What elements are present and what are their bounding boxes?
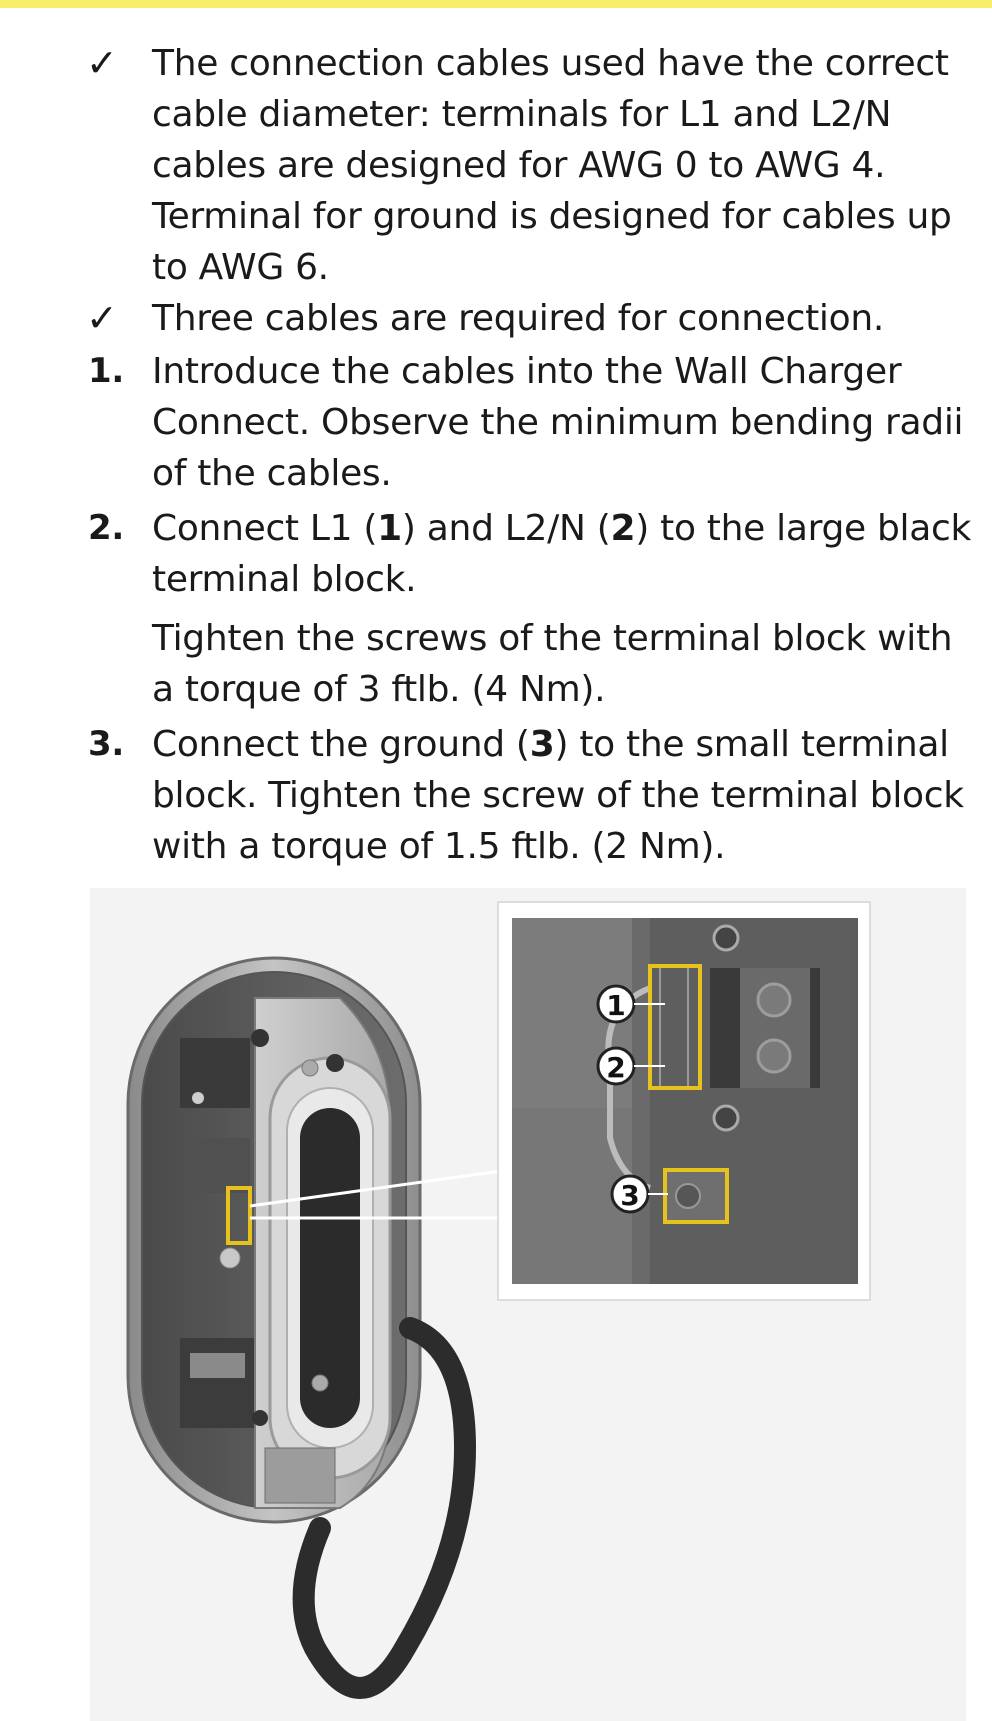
step-text-part: Connect L1 ( [152, 508, 378, 549]
step-number: 2. [88, 508, 124, 548]
screw [712, 1104, 740, 1132]
step-text-part: Connect the ground ( [152, 724, 530, 765]
terminal-screw [756, 1038, 792, 1074]
screw [252, 1410, 268, 1426]
charging-cable [292, 1317, 477, 1699]
instruction-list: ✓ The connection cables used have the co… [0, 38, 992, 872]
step-3: 3. Connect the ground (3) to the small t… [0, 719, 992, 872]
step-text-part: ) and L2/N ( [401, 508, 611, 549]
callout-ref: 1 [377, 508, 402, 549]
screw [251, 1029, 269, 1047]
screw [712, 924, 740, 952]
step-text-part: ) to the small terminal block. Tighten t… [152, 724, 964, 867]
callout-3-label: 3 [620, 1179, 639, 1212]
step-text: Introduce the cables into the Wall Charg… [152, 351, 964, 494]
screw [326, 1054, 344, 1072]
terminal-screw [756, 982, 792, 1018]
top-accent-bar [0, 0, 992, 8]
module-block [188, 1138, 250, 1193]
screw [301, 1059, 319, 1077]
module-label [190, 1353, 245, 1378]
screw [219, 1247, 241, 1269]
prerequisite-text: The connection cables used have the corr… [152, 43, 952, 288]
step-2-detail: Tighten the screws of the terminal block… [152, 618, 953, 710]
check-icon: ✓ [86, 296, 118, 340]
callout-2-label: 2 [606, 1051, 625, 1084]
ground-screw [675, 1183, 701, 1209]
prerequisite-three-cables: ✓ Three cables are required for connecti… [0, 293, 992, 344]
step-number: 1. [88, 351, 124, 391]
prerequisite-cable-diameter: ✓ The connection cables used have the co… [0, 38, 992, 293]
screw [311, 1374, 329, 1392]
connector-block [264, 1447, 336, 1504]
wall-charger-illustration: 1 2 3 [90, 888, 966, 1721]
step-text-part: ) to the large black terminal block. [152, 508, 972, 600]
screw [192, 1092, 204, 1104]
wall-charger-drawing: 1 2 3 [90, 888, 966, 1721]
cable-slot [300, 1108, 360, 1428]
callout-line [249, 1168, 509, 1208]
callout-ref: 2 [610, 508, 636, 549]
step-1: 1. Introduce the cables into the Wall Ch… [0, 346, 992, 499]
module-block [180, 1038, 250, 1108]
callout-1-label: 1 [606, 989, 625, 1022]
step-number: 3. [88, 724, 124, 764]
callout-ref: 3 [529, 724, 555, 765]
terminal-highlight [226, 1186, 252, 1245]
prerequisite-text: Three cables are required for connection… [152, 298, 884, 339]
check-icon: ✓ [86, 41, 118, 85]
step-2: 2. Connect L1 (1) and L2/N (2) to the la… [0, 503, 992, 605]
module-block [180, 1338, 256, 1428]
l1-l2-highlight [648, 964, 702, 1090]
